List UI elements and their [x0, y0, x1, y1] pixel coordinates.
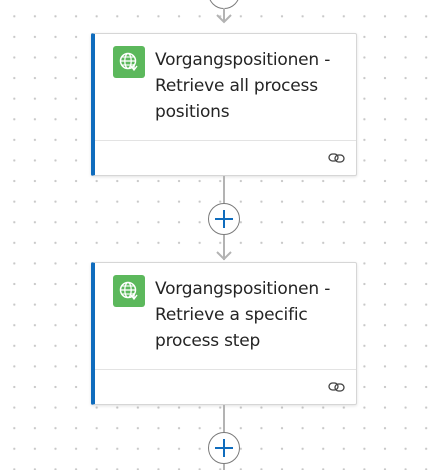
action-title-line: process step — [155, 331, 261, 351]
action-title-line: Retrieve a specific — [155, 305, 308, 325]
insert-step-button[interactable] — [208, 203, 240, 235]
action-title-line: Vorgangspositionen - — [155, 279, 331, 299]
plus-icon — [215, 210, 233, 228]
connector-line — [223, 405, 225, 433]
card-footer — [95, 140, 356, 175]
action-title: Vorgangspositionen - Retrieve a specific… — [155, 276, 355, 354]
insert-step-button[interactable] — [208, 432, 240, 464]
connector-line — [223, 176, 225, 204]
connector-line — [223, 8, 225, 22]
arrow-down-icon — [216, 14, 232, 24]
arrow-down-icon — [216, 251, 232, 261]
connector-line — [223, 235, 225, 260]
plus-icon — [215, 439, 233, 457]
action-title-line: positions — [155, 102, 230, 122]
action-card-retrieve-specific-step[interactable]: Vorgangspositionen - Retrieve a specific… — [91, 262, 357, 405]
action-title-line: Retrieve all process — [155, 76, 318, 96]
card-footer — [95, 369, 356, 404]
globe-connector-icon — [113, 275, 145, 307]
action-title-line: Vorgangspositionen - — [155, 50, 331, 70]
link-icon[interactable] — [328, 379, 346, 395]
link-icon[interactable] — [328, 150, 346, 166]
globe-connector-icon — [113, 46, 145, 78]
action-title: Vorgangspositionen - Retrieve all proces… — [155, 47, 355, 125]
action-card-retrieve-all-positions[interactable]: Vorgangspositionen - Retrieve all proces… — [91, 33, 357, 176]
connector-line — [223, 464, 225, 470]
